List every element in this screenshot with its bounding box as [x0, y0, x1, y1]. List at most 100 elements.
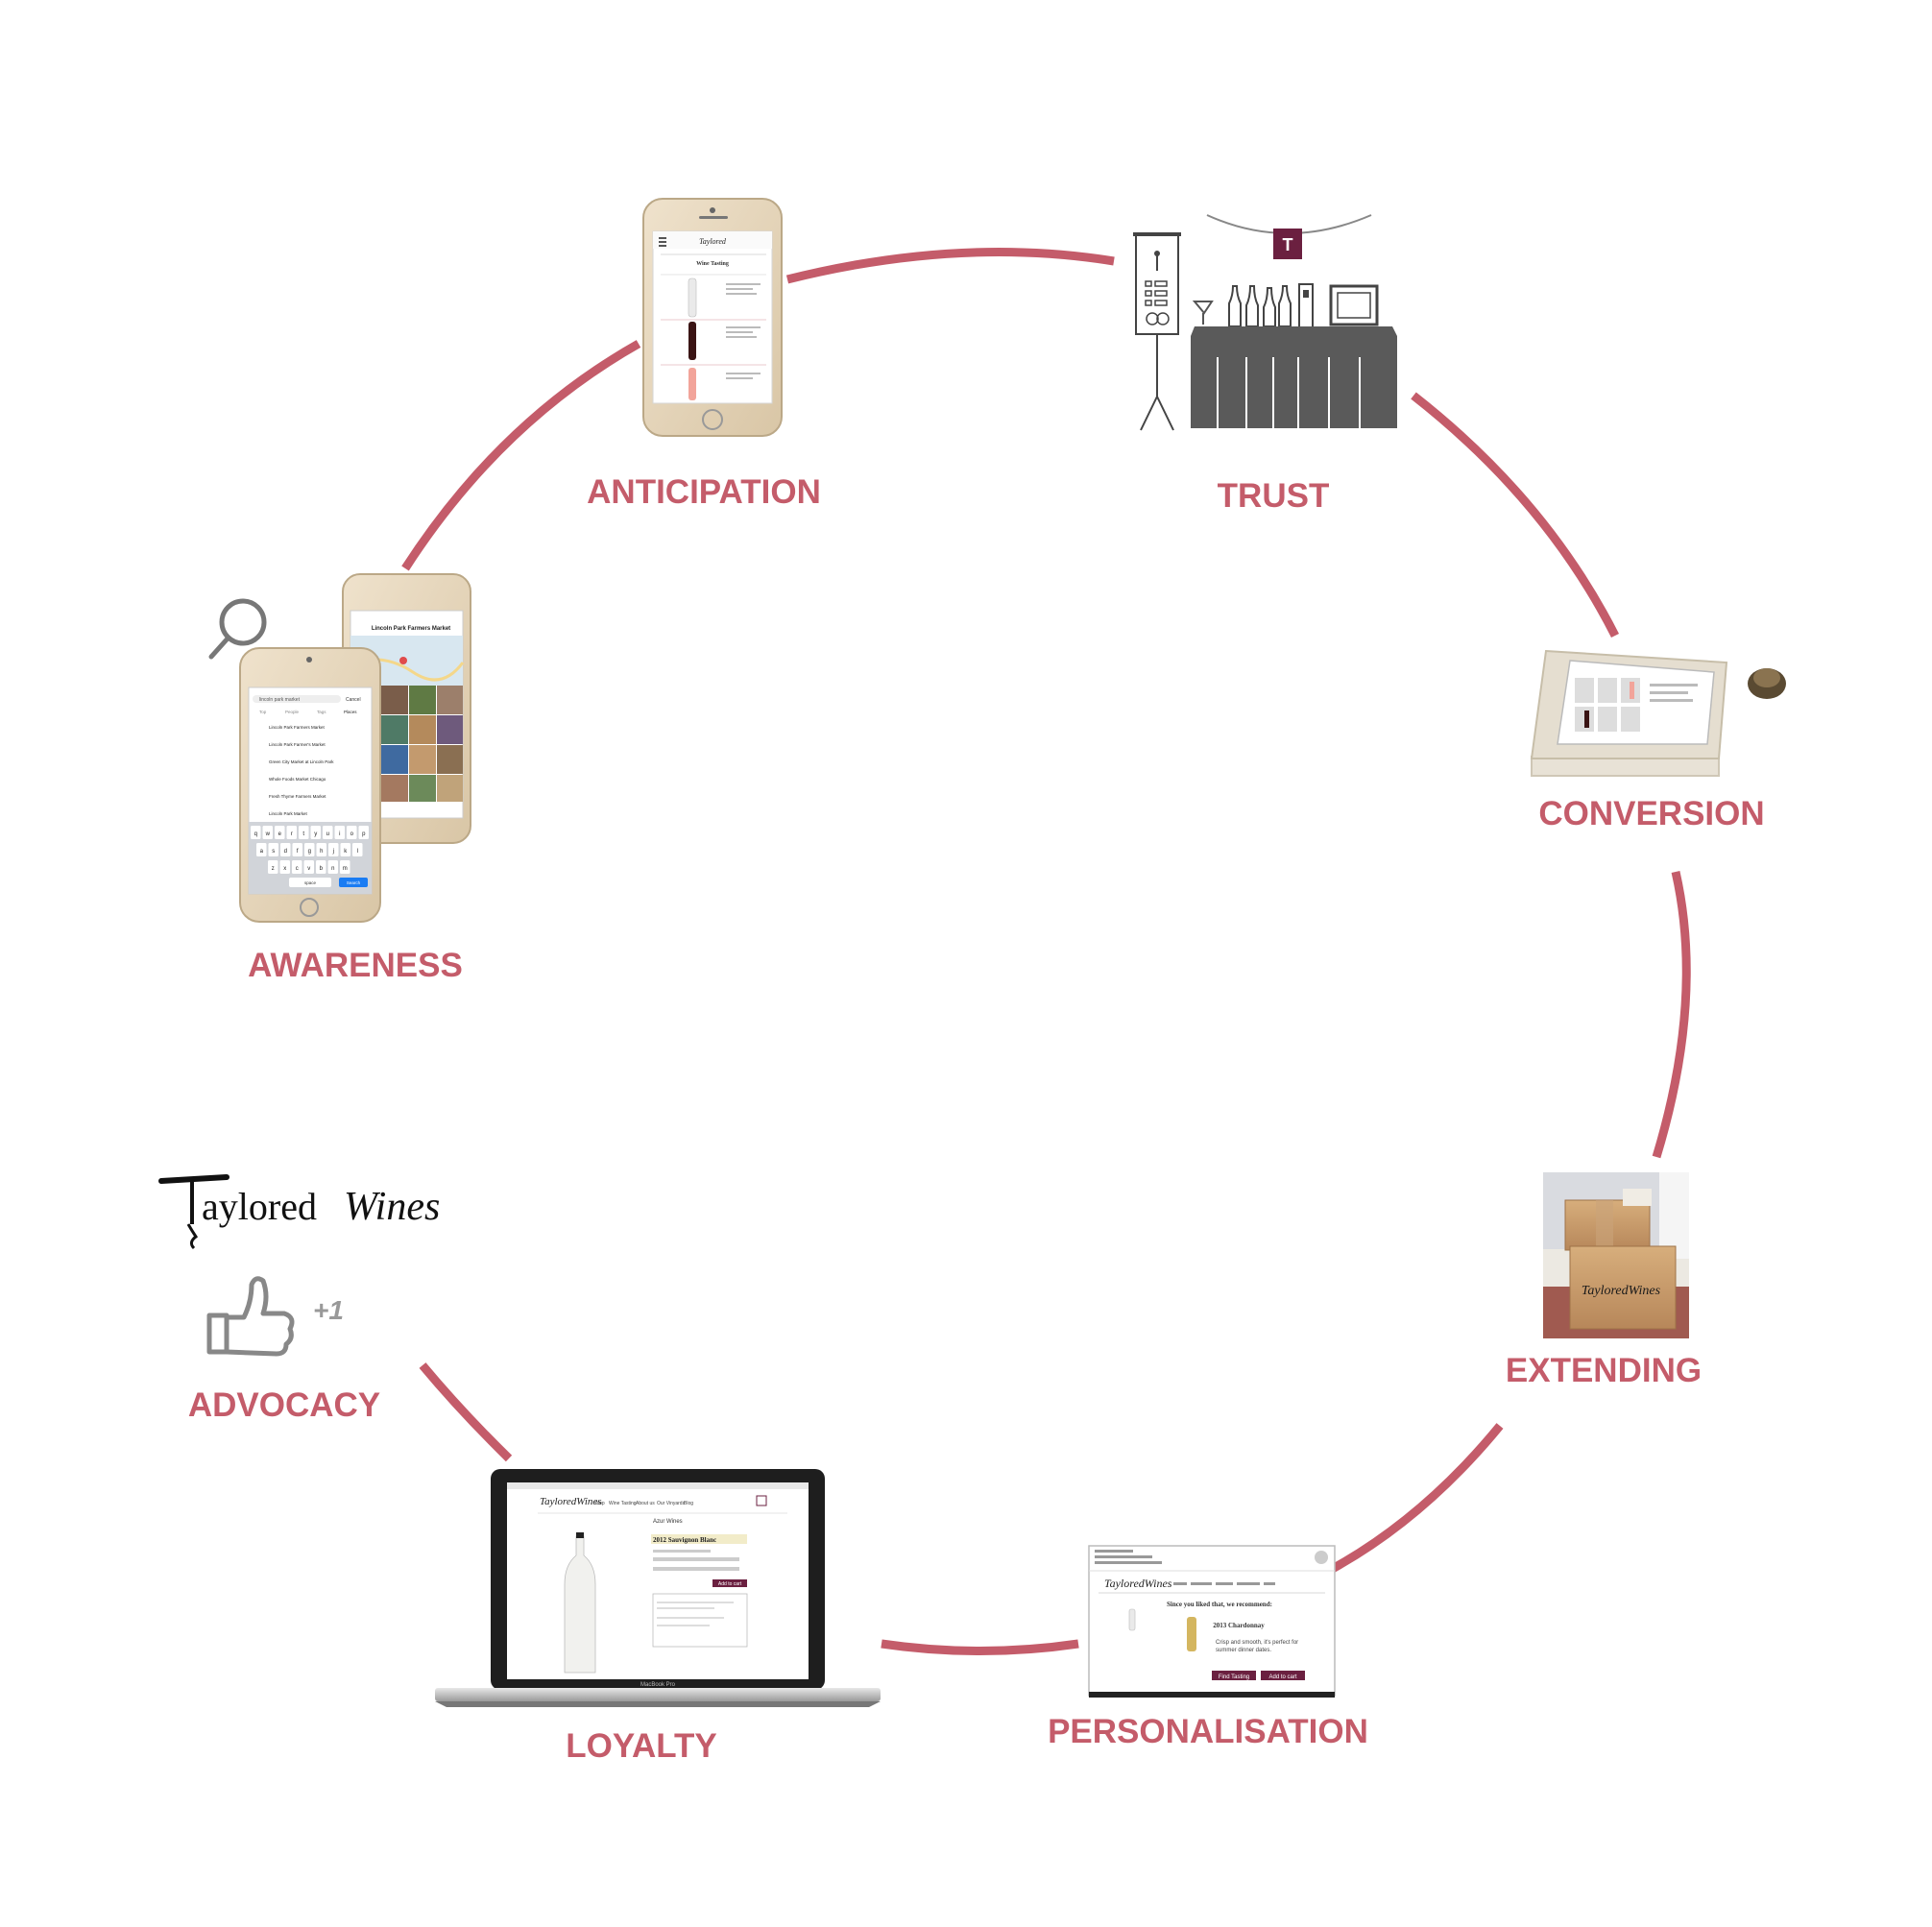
key-j[interactable]	[328, 843, 339, 856]
anticipation-page-title: Wine Tasting	[696, 261, 729, 267]
awareness-cancel-button[interactable]: Cancel	[346, 697, 361, 703]
key-label-a: a	[260, 849, 264, 855]
svg-text:Taylored: Taylored	[699, 237, 727, 246]
key-n[interactable]	[327, 860, 339, 874]
awareness-result-4[interactable]: Fresh Thyme Farmers Market	[269, 794, 326, 799]
awareness-result-3[interactable]: Whole Foods Market Chicago	[269, 777, 326, 782]
awareness-search-text[interactable]: lincoln park market	[259, 697, 301, 703]
awareness-tab-tags[interactable]: Tags	[317, 710, 326, 714]
search-magnifier-icon	[208, 598, 267, 660]
key-label-b: b	[320, 866, 324, 872]
logo-text-wines: Wines	[344, 1185, 440, 1229]
awareness-result-0[interactable]: Lincoln Park Farmers Market	[269, 725, 326, 730]
advocacy-brand: aylored Wines +1	[158, 1174, 440, 1357]
key-m[interactable]	[340, 860, 350, 874]
key-label-t: t	[302, 831, 304, 837]
key-k[interactable]	[340, 843, 351, 856]
key-d[interactable]	[280, 843, 291, 856]
label-trust: TRUST	[1218, 477, 1330, 515]
svg-text:TayloredWines: TayloredWines	[1104, 1577, 1172, 1590]
loyalty-laptop: TayloredWines Shop Wine Tasting About us…	[435, 1469, 881, 1707]
key-o[interactable]	[347, 826, 357, 839]
personalisation-email: TayloredWines Since you liked that, we r…	[1088, 1545, 1336, 1698]
key-r[interactable]	[286, 826, 298, 839]
svg-text:T: T	[1283, 235, 1293, 254]
key-h[interactable]	[316, 843, 327, 856]
key-c[interactable]	[292, 860, 302, 874]
awareness-tab-people[interactable]: People	[285, 710, 300, 714]
key-label-h: h	[320, 849, 323, 855]
stage-labels: AWARENESS ANTICIPATION TRUST CONVERSION …	[188, 473, 1765, 1765]
key-p[interactable]	[358, 826, 370, 839]
arc-extending-personalisation	[1322, 1423, 1504, 1577]
arc-personalisation-loyalty	[881, 1639, 1079, 1655]
key-y[interactable]	[310, 826, 322, 839]
laptop-nav-shop[interactable]: Shop	[593, 1501, 605, 1506]
key-l[interactable]	[352, 843, 363, 856]
key-t[interactable]	[299, 826, 309, 839]
laptop-nav-wine-tasting[interactable]: Wine Tasting	[609, 1501, 637, 1506]
journey-ring	[401, 247, 1691, 1655]
arc-trust-conversion	[1411, 392, 1620, 638]
laptop-product-title: 2012 Sauvignon Blanc	[653, 1536, 716, 1544]
arc-conversion-extending	[1652, 871, 1691, 1159]
key-label-j: j	[332, 849, 334, 855]
key-w[interactable]	[262, 826, 274, 839]
awareness-tab-top[interactable]: Top	[259, 710, 267, 714]
key-label-x: x	[283, 866, 286, 872]
key-s[interactable]	[268, 843, 279, 856]
key-b[interactable]	[316, 860, 326, 874]
key-i[interactable]	[334, 826, 346, 839]
key-f[interactable]	[292, 843, 303, 856]
key-x[interactable]	[279, 860, 291, 874]
email-blurb-2: summer dinner dates.	[1216, 1648, 1271, 1653]
key-label-k: k	[344, 849, 348, 855]
laptop-add-to-cart-button[interactable]: Add to cart	[718, 1581, 742, 1587]
label-personalisation: PERSONALISATION	[1048, 1713, 1368, 1750]
awareness-tab-places[interactable]: Places	[344, 710, 357, 714]
key-label-m: m	[343, 866, 348, 872]
awareness-search-key[interactable]: Search	[347, 880, 361, 885]
key-label-g: g	[308, 849, 311, 855]
awareness-result-2[interactable]: Green City Market at Lincoln Park	[269, 759, 334, 764]
key-label-y: y	[314, 831, 317, 837]
key-u[interactable]	[323, 826, 333, 839]
email-find-tasting-button[interactable]: Find Tasting	[1219, 1674, 1249, 1680]
key-q[interactable]	[251, 826, 261, 839]
awareness-space-key[interactable]: space	[304, 880, 317, 885]
key-label-u: u	[326, 831, 329, 837]
awareness-result-1[interactable]: Lincoln Park Farmer's Market	[269, 742, 326, 747]
key-a[interactable]	[256, 843, 267, 856]
email-add-to-cart-button[interactable]: Add to cart	[1268, 1674, 1296, 1680]
logo-text-taylored: aylored	[202, 1185, 317, 1228]
key-label-q: q	[254, 831, 257, 837]
key-label-d: d	[284, 849, 287, 855]
label-anticipation: ANTICIPATION	[587, 473, 821, 511]
email-headline: Since you liked that, we recommend:	[1167, 1601, 1272, 1608]
key-g[interactable]	[304, 843, 315, 856]
key-z[interactable]	[268, 860, 278, 874]
laptop-nav-about[interactable]: About us	[636, 1501, 655, 1506]
taylored-wines-logo: aylored Wines	[158, 1174, 440, 1250]
laptop-nav-blog[interactable]: Blog	[684, 1501, 693, 1506]
plus-one-badge: +1	[313, 1295, 344, 1325]
key-label-n: n	[331, 866, 334, 872]
key-v[interactable]	[303, 860, 315, 874]
arc-awareness-anticipation	[401, 340, 641, 571]
conversion-tablet	[1530, 649, 1786, 777]
extending-delivery-boxes: TayloredWines	[1543, 1172, 1689, 1338]
key-label-i: i	[339, 831, 340, 837]
key-label-l: l	[357, 849, 358, 855]
trust-market-stall: T	[1133, 214, 1397, 431]
key-label-f: f	[297, 849, 299, 855]
key-label-c: c	[296, 866, 299, 872]
key-label-p: p	[362, 831, 366, 837]
laptop-nav-vinyards[interactable]: Our Vinyards	[657, 1501, 686, 1506]
arc-loyalty-advocacy	[419, 1362, 513, 1462]
key-e[interactable]	[275, 826, 285, 839]
laptop-brand: MacBook Pro	[640, 1682, 676, 1688]
thumbs-up-icon	[206, 1276, 295, 1357]
email-product: 2013 Chardonnay	[1213, 1622, 1265, 1629]
awareness-result-5[interactable]: Lincoln Park Market	[269, 811, 308, 816]
